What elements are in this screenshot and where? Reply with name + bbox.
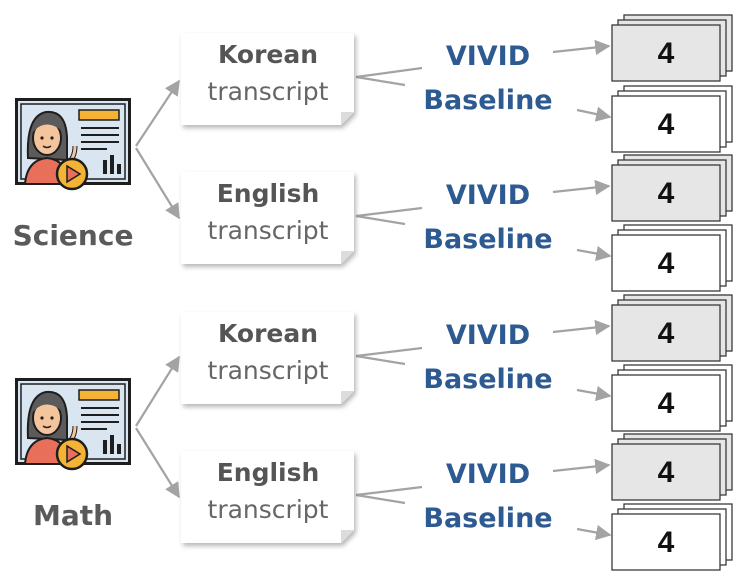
baseline-label: Baseline bbox=[423, 85, 552, 116]
transcript-kind: transcript bbox=[208, 356, 329, 385]
baseline-label: Baseline bbox=[423, 224, 552, 255]
teacher-video-icon bbox=[17, 100, 130, 190]
baseline-label: Baseline bbox=[423, 364, 552, 395]
output-count: 4 bbox=[658, 387, 675, 420]
transcript-language: English bbox=[217, 179, 320, 208]
transcript-kind: transcript bbox=[208, 216, 329, 245]
baseline-output-stack: 4 bbox=[611, 503, 733, 571]
output-count: 4 bbox=[658, 177, 675, 210]
transcript-kind: transcript bbox=[208, 495, 329, 524]
connectors bbox=[135, 39, 612, 541]
vivid-label: VIVID bbox=[446, 41, 530, 72]
transcript-language: English bbox=[217, 458, 320, 487]
baseline-label: Baseline bbox=[423, 503, 552, 534]
fan-math-korean bbox=[355, 319, 612, 402]
baseline-output-stack: 4 bbox=[611, 364, 733, 432]
branch-science-english bbox=[135, 147, 180, 220]
fan-science-korean bbox=[355, 39, 612, 122]
vivid-output-stack: 4 bbox=[611, 154, 733, 222]
transcript-language: Korean bbox=[218, 40, 318, 69]
transcript-doc-science-english: English transcript bbox=[181, 172, 354, 264]
teacher-video-icon bbox=[17, 380, 130, 470]
fan-science-english bbox=[355, 179, 612, 262]
vivid-output-stack: 4 bbox=[611, 294, 733, 362]
output-count: 4 bbox=[658, 108, 675, 141]
baseline-output-stack: 4 bbox=[611, 85, 733, 153]
output-count: 4 bbox=[658, 37, 675, 70]
vivid-label: VIVID bbox=[446, 180, 530, 211]
subject-label: Math bbox=[33, 499, 113, 532]
subject-math: Math bbox=[17, 380, 130, 532]
branch-science-korean bbox=[135, 79, 180, 147]
baseline-output-stack: 4 bbox=[611, 224, 733, 292]
vivid-output-stack: 4 bbox=[611, 14, 733, 82]
vivid-label: VIVID bbox=[446, 320, 530, 351]
output-count: 4 bbox=[658, 317, 675, 350]
output-count: 4 bbox=[658, 526, 675, 559]
output-count: 4 bbox=[658, 456, 675, 489]
transcript-language: Korean bbox=[218, 319, 318, 348]
transcript-kind: transcript bbox=[208, 77, 329, 106]
output-stacks: 4 4 4 4 4 4 bbox=[611, 14, 733, 571]
transcript-doc-math-korean: Korean transcript bbox=[181, 312, 354, 404]
vivid-output-stack: 4 bbox=[611, 433, 733, 501]
branch-math-korean bbox=[135, 355, 180, 427]
vivid-label: VIVID bbox=[446, 459, 530, 490]
output-count: 4 bbox=[658, 247, 675, 280]
branch-math-english bbox=[135, 427, 180, 499]
subject-science: Science bbox=[13, 100, 134, 252]
transcript-doc-science-korean: Korean transcript bbox=[181, 33, 354, 125]
method-labels: VIVID Baseline VIVID Baseline VIVID Base… bbox=[423, 41, 552, 534]
transcript-doc-math-english: English transcript bbox=[181, 451, 354, 543]
fan-math-english bbox=[355, 458, 612, 541]
subject-label: Science bbox=[13, 219, 134, 252]
